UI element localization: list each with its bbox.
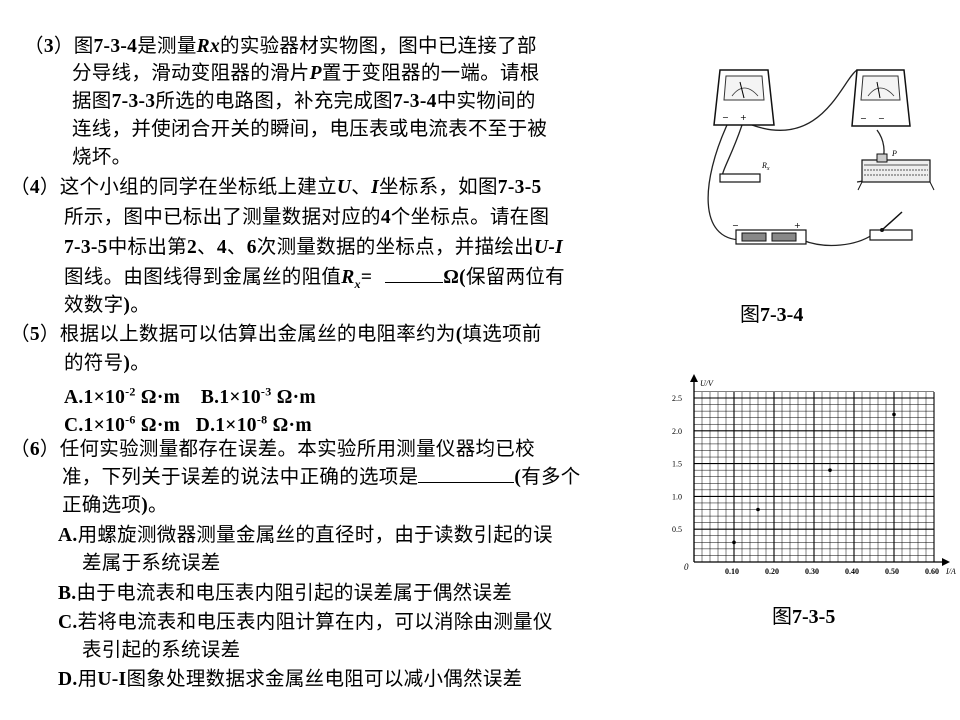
q5-options-ab: A.1×10-2 Ω·m B.1×10-3 Ω·m [64,378,316,411]
q6-line-2: 准，下列关于误差的说法中正确的选项是(有多个 [62,464,581,488]
axes: U/V I/A 0 [684,374,956,576]
q5-number: 5 [29,324,40,345]
voltmeter: − + [713,69,775,126]
x-tick-label: 0.20 [765,567,779,576]
data-point [756,507,760,512]
q6-line-1: （6）任何实验测量都存在误差。本实验所用测量仪器均已校 [10,437,535,460]
origin-label: 0 [684,562,689,572]
q6-option-b[interactable]: B.由于电流表和电压表内阻引起的误差属于偶然误差 [58,581,513,604]
switch [869,211,913,241]
svg-text:P: P [891,149,897,158]
data-points [732,412,896,545]
rheostat: P [857,149,935,191]
x-tick-label: 0.10 [725,567,739,576]
q4-line-2: 所示，图中已标出了测量数据对应的4个坐标点。请在图 [64,205,550,228]
y-tick-label: 1.5 [672,460,682,469]
x-tick-label: 0.50 [885,567,899,576]
svg-text:Rx: Rx [761,161,770,172]
q6-answer-blank[interactable] [418,464,515,483]
svg-text:−: − [860,114,867,123]
y-axis-arrow [690,374,698,382]
figure-7-3-4-apparatus: − + − − Rx P − + [707,69,935,247]
svg-text:−: − [732,221,739,230]
q5-option-b[interactable]: B.1×10-3 Ω·m [200,384,316,408]
battery: − + [732,221,807,245]
q3-line-4: 连线，并使闭合开关的瞬间，电压表或电流表不至于被 [72,117,548,140]
grid [694,391,935,562]
q6-number: 6 [29,439,40,460]
x-tick-label: 0.30 [805,567,819,576]
q3-line-5: 烧坏。 [72,145,132,168]
q4-line-4: 图线。由图线得到金属丝的阻值Rx= Ω(保留两位有 [64,264,565,291]
q6-option-c-cont: 表引起的系统误差 [82,638,241,661]
figure-7-3-5-graph: U/V I/A 0 0.5 1.0 1.5 2.0 2.5 0.10 0.20 0.30 0.4… [672,374,956,576]
wire [707,124,743,241]
q4-line-1: （4）这个小组的同学在坐标纸上建立U、I坐标系，如图7-3-5 [10,175,542,198]
y-tick-label: 1.0 [672,492,682,501]
q5-option-d[interactable]: D.1×10-8 Ω·m [195,412,312,436]
wire [721,124,743,179]
q4-number: 4 [29,177,40,198]
q5-options-cd: C.1×10-6 Ω·m D.1×10-8 Ω·m [64,406,312,439]
q3-line-2: 分导线，滑动变阻器的滑片P置于变阻器的一端。请根 [72,61,540,84]
resistor-rx: Rx [719,161,770,183]
y-tick-label: 2.0 [672,427,682,436]
y-axis-label: U/V [700,379,714,388]
y-tick-label: 0.5 [672,525,682,534]
q3-line-3: 据图7-3-3所选的电路图，补充完成图7-3-4中实物间的 [72,89,536,112]
x-tick-label: 0.40 [845,567,859,576]
y-tick-label: 2.5 [672,394,682,403]
rx-answer-blank[interactable] [385,264,444,283]
q3-line-1: （3）图7-3-4是测量Rx的实验器材实物图，图中已连接了部 [24,34,537,57]
q5-line-1: （5）根据以上数据可以估算出金属丝的电阻率约为(填选项前 [10,322,542,345]
q5-option-a[interactable]: A.1×10-2 Ω·m [64,384,181,408]
q5-line-2: 的符号)。 [64,351,151,374]
q3-number: 3 [43,36,54,57]
wire [801,234,873,247]
q4-line-3: 7-3-5中标出第2、4、6次测量数据的坐标点，并描绘出U-I [64,235,564,258]
x-axis-arrow [942,558,950,566]
wire [751,69,858,132]
q6-line-3: 正确选项)。 [62,493,168,516]
q4-line-5: 效数字)。 [64,293,151,316]
data-point [732,540,736,545]
svg-text:−: − [722,113,729,122]
q6-option-d[interactable]: D.用U-I图象处理数据求金属丝电阻可以减小偶然误差 [58,667,523,690]
tick-labels: 0.5 1.0 1.5 2.0 2.5 0.10 0.20 0.30 0.40 0.50 0.60 [672,394,939,576]
data-point [828,468,832,472]
svg-text:+: + [794,221,801,230]
q5-option-c[interactable]: C.1×10-6 Ω·m [64,412,181,436]
q6-option-a-cont: 差属于系统误差 [82,551,221,574]
x-axis-label: I/A [945,567,956,576]
ammeter: − − [851,69,911,127]
x-tick-label: 0.60 [925,567,939,576]
svg-text:−: − [878,114,885,123]
data-point [892,412,896,417]
figure-7-3-5-caption: 图7-3-5 [772,604,836,628]
q6-option-c[interactable]: C.若将电流表和电压表内阻计算在内，可以消除由测量仪 [58,610,553,633]
svg-text:+: + [740,113,747,122]
q6-option-a[interactable]: A.用螺旋测微器测量金属丝的直径时，由于读数引起的误 [58,523,553,546]
figure-7-3-4-caption: 图7-3-4 [740,302,804,326]
